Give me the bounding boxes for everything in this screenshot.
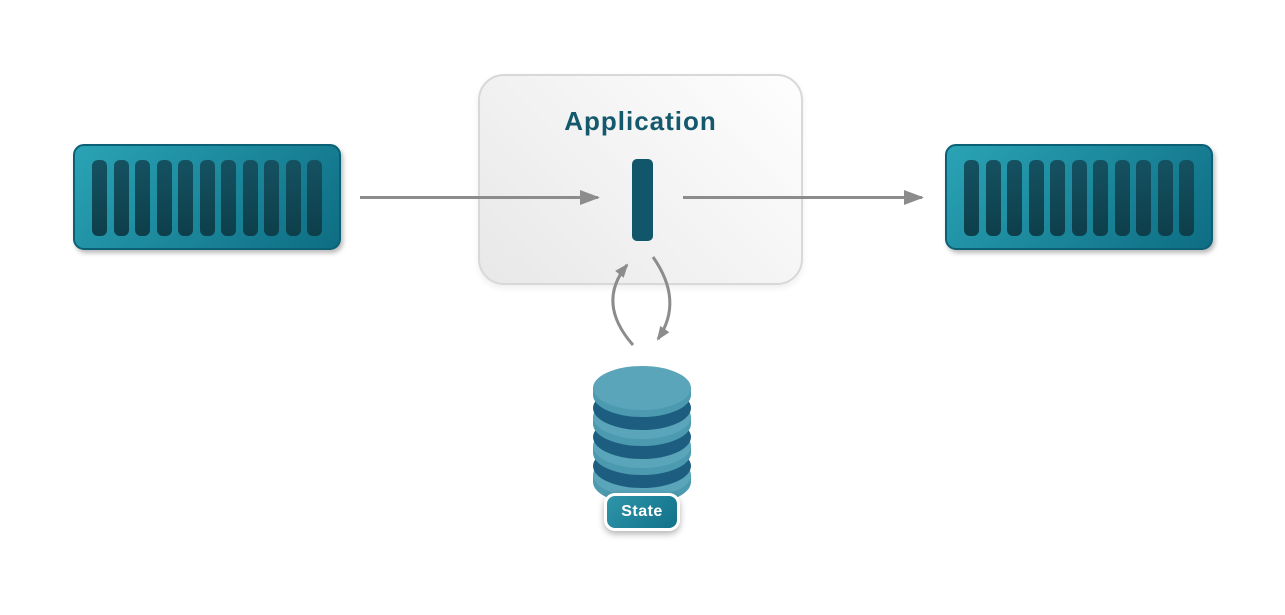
input-stream-icon	[73, 144, 341, 250]
stream-bar	[264, 160, 279, 236]
database-disk-part	[593, 366, 691, 410]
stream-bar	[1093, 160, 1108, 236]
stream-bar	[113, 160, 129, 236]
state-badge-label: State	[621, 503, 663, 520]
stream-bar	[285, 160, 301, 236]
stream-bar	[156, 160, 172, 236]
processor-bar-icon	[632, 159, 653, 241]
stream-bar	[307, 160, 322, 236]
database-icon	[593, 366, 691, 504]
state-badge: State	[604, 493, 680, 531]
stream-bar	[1157, 160, 1173, 236]
stream-bar	[199, 160, 215, 236]
stream-bar	[1114, 160, 1130, 236]
output-stream-icon	[945, 144, 1213, 250]
stream-bar	[1050, 160, 1065, 236]
stream-bar	[242, 160, 258, 236]
stream-bar	[221, 160, 236, 236]
stream-bar	[135, 160, 150, 236]
application-title: Application	[564, 106, 717, 136]
stream-bar	[1071, 160, 1087, 236]
stream-bar	[1007, 160, 1022, 236]
stream-bar	[1028, 160, 1044, 236]
stream-bar	[985, 160, 1001, 236]
stream-bar	[178, 160, 193, 236]
stream-bar	[1179, 160, 1194, 236]
stream-bar	[92, 160, 107, 236]
stream-bar	[964, 160, 979, 236]
stream-bar	[1136, 160, 1151, 236]
